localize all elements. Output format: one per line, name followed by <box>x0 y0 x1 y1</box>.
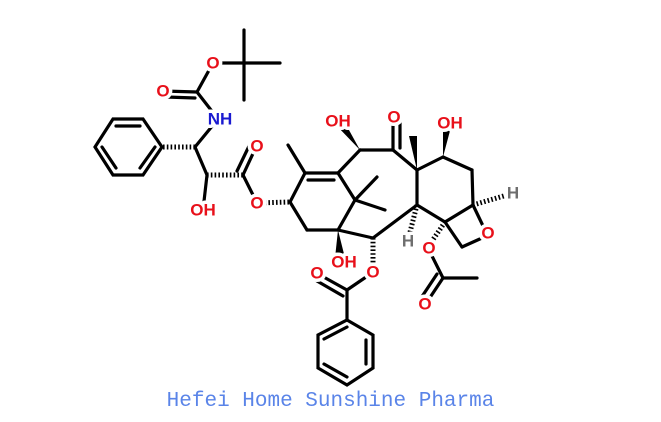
atom-oh: OH <box>325 112 351 131</box>
atom-oh: OH <box>437 114 463 133</box>
atom-o: O <box>366 263 379 282</box>
atom-o: O <box>156 82 169 101</box>
atom-o: O <box>422 239 435 258</box>
atom-o: O <box>481 224 494 243</box>
atom-o: O <box>206 54 219 73</box>
atom-o: O <box>418 295 431 314</box>
watermark-caption: Hefei Home Sunshine Pharma <box>166 390 495 413</box>
bonds <box>93 28 508 387</box>
atom-nh: NH <box>208 110 233 129</box>
atom-h: H <box>402 232 414 251</box>
atom-h: H <box>507 184 519 203</box>
atom-oh: OH <box>331 253 357 272</box>
atom-oh: OH <box>190 201 216 220</box>
atom-o: O <box>387 108 400 127</box>
atom-o: O <box>310 264 323 283</box>
atom-labels: O O NH O OH O OH O OH H H O O O OH O O <box>153 50 523 317</box>
atom-o: O <box>250 137 263 156</box>
atom-o: O <box>250 194 263 213</box>
